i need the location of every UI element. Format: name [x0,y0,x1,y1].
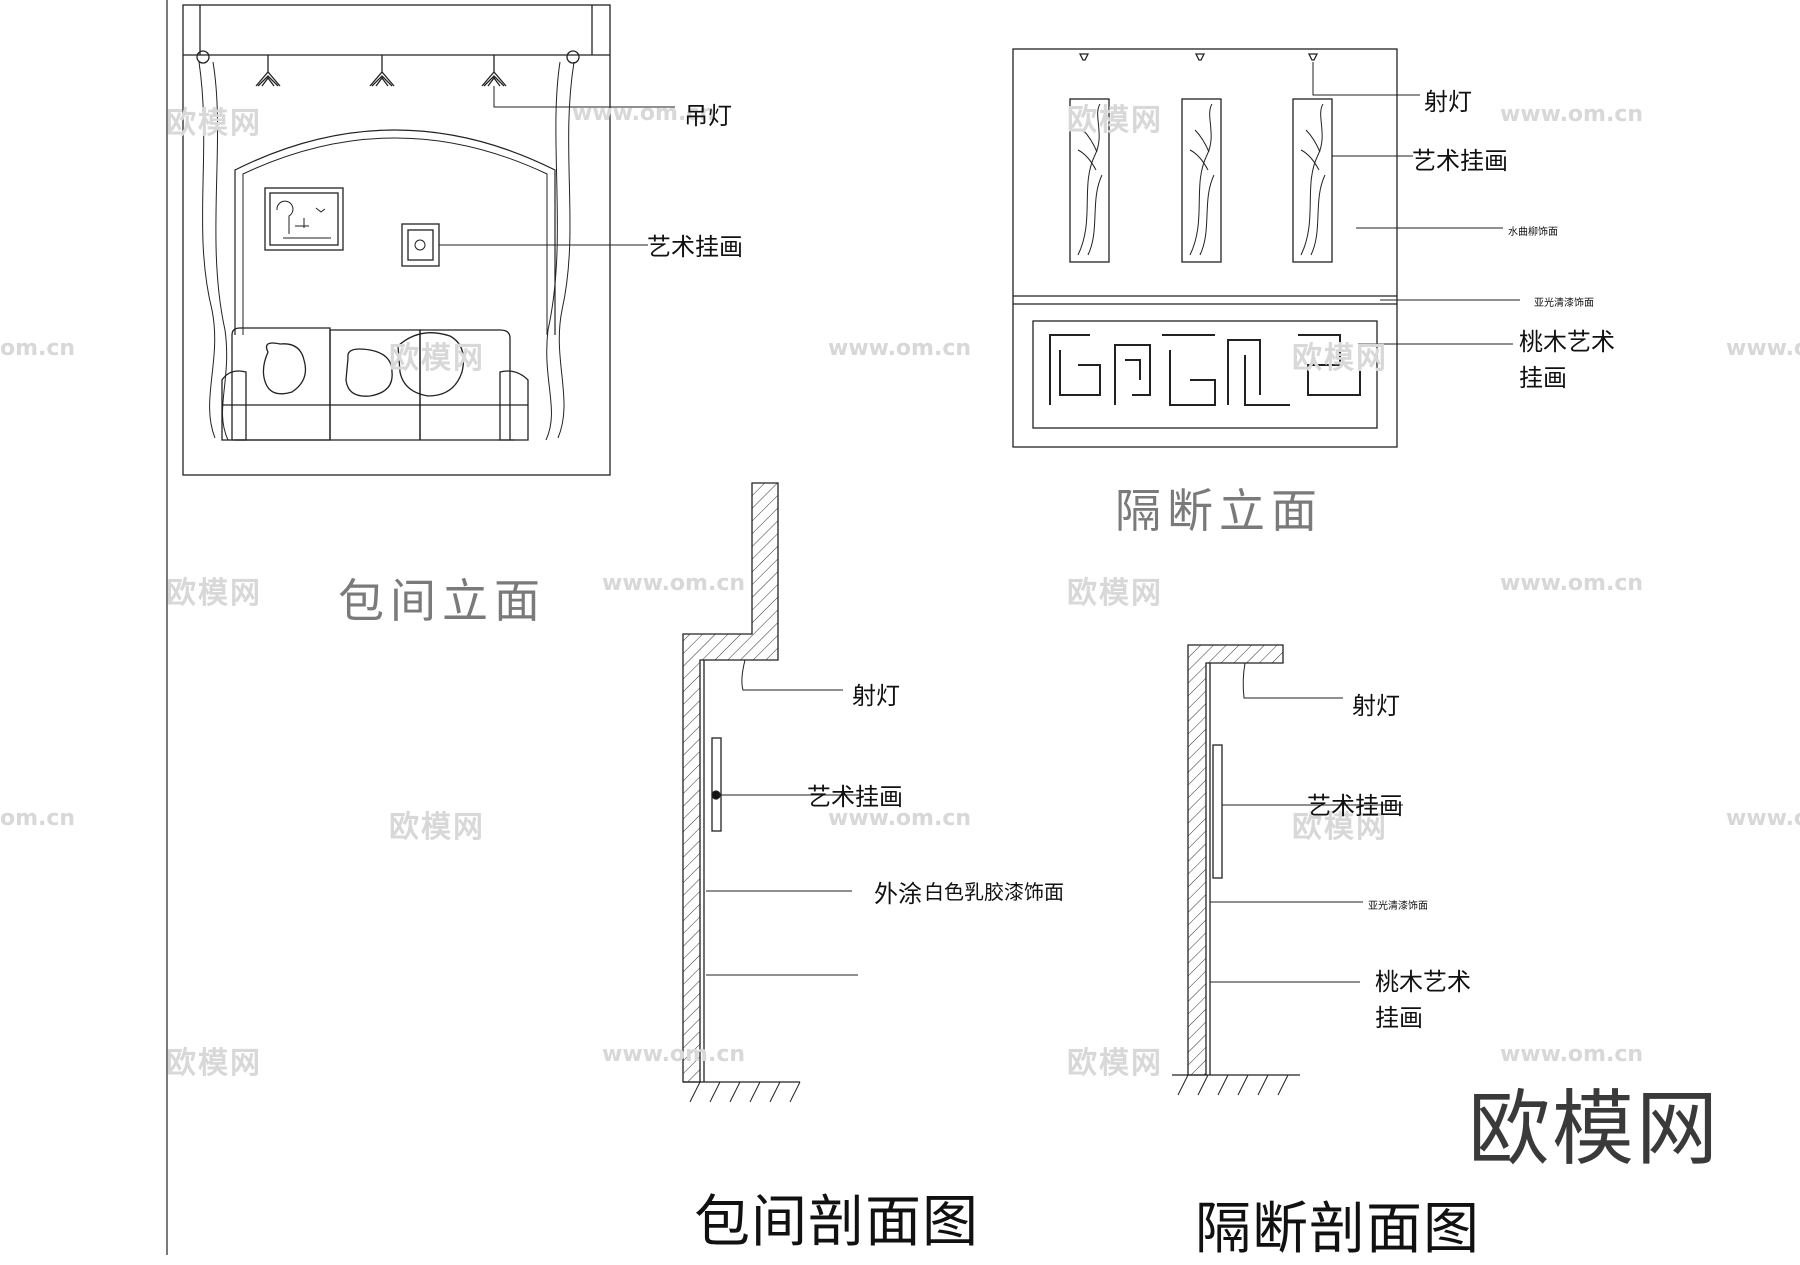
label-spotlight: 射灯 [1352,692,1400,720]
partition-elevation-leaders [1312,62,1520,345]
label-art-painting: 艺术挂画 [647,233,743,261]
label-art-painting: 艺术挂画 [1307,792,1403,820]
label-peach-wood-art-line1: 桃木艺术 [1375,968,1471,996]
label-matte-varnish-finish: 亚光清漆饰面 [1368,901,1428,912]
title-partition-section: 隔断剖面图 [1195,1197,1480,1262]
label-pendant-lamp: 吊灯 [684,102,732,130]
label-peach-wood-art-line2: 挂画 [1375,1004,1423,1032]
room-elevation-leaders [439,86,675,246]
label-peach-wood-art-line1: 桃木艺术 [1519,328,1615,356]
label-art-painting: 艺术挂画 [1412,147,1508,175]
title-room-elevation: 包间立面 [338,574,546,628]
label-coat-prefix: 外涂 [874,880,922,908]
label-water-willow-finish: 水曲柳饰面 [1508,227,1558,238]
label-spotlight: 射灯 [1424,88,1472,116]
brand-logo-text: 欧模网 [1468,1082,1721,1177]
label-white-latex-finish: 白色乳胶漆饰面 [924,880,1064,904]
partition-elevation-drawing [1012,48,1398,448]
room-elevation-drawing [182,4,611,476]
room-section-drawing [682,482,860,1103]
title-room-section: 包间剖面图 [694,1190,979,1255]
label-art-painting: 艺术挂画 [807,783,903,811]
partition-section-drawing [1172,644,1403,1096]
label-peach-wood-art-line2: 挂画 [1519,364,1567,392]
label-spotlight: 射灯 [852,682,900,710]
title-partition-elevation: 隔断立面 [1115,484,1323,538]
label-matte-varnish-finish: 亚光清漆饰面 [1534,298,1594,309]
